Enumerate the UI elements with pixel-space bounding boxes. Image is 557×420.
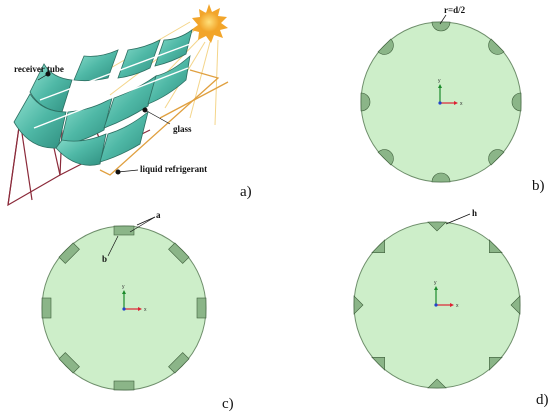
rectangle-insert bbox=[113, 380, 135, 391]
label-liquid-refrigerant: liquid refrigerant bbox=[140, 164, 207, 174]
insert-group bbox=[41, 225, 207, 391]
triangle-insert bbox=[427, 221, 447, 232]
leader-line bbox=[439, 14, 447, 25]
rectangle-insert bbox=[113, 225, 135, 236]
refrigerant-pipe bbox=[99, 69, 229, 176]
trough-segment bbox=[73, 49, 119, 82]
trough-segment bbox=[13, 93, 67, 149]
triangle-insert bbox=[353, 295, 364, 315]
panel-b: r=d/2 x y b) bbox=[360, 5, 545, 194]
trough-segment bbox=[117, 39, 161, 79]
panel-d: h x y d) bbox=[353, 208, 549, 408]
leader-lines bbox=[37, 71, 171, 175]
triangle-insert bbox=[510, 295, 521, 315]
y-axis-label: y bbox=[434, 280, 437, 286]
label-h: h bbox=[472, 208, 477, 218]
semicircle-insert bbox=[377, 38, 394, 55]
panel-a: receiver tube glass liquid refrigerant a… bbox=[7, 4, 252, 207]
axis-triad: x y bbox=[438, 78, 463, 107]
semicircle-insert bbox=[488, 149, 505, 166]
semicircle-insert bbox=[360, 92, 371, 112]
rectangle-insert bbox=[196, 297, 207, 319]
label-b: b bbox=[102, 254, 107, 264]
insert-group bbox=[360, 21, 522, 183]
label-receiver-tube: receiver tube bbox=[14, 64, 64, 74]
trough-segment bbox=[147, 54, 191, 105]
triangle-insert bbox=[371, 239, 385, 253]
semicircle-insert bbox=[431, 172, 451, 183]
leader-line bbox=[445, 213, 471, 225]
triangle-insert bbox=[427, 378, 447, 389]
triangle-insert bbox=[371, 357, 385, 371]
panel-letter-b: b) bbox=[532, 178, 545, 194]
axis-triad: x y bbox=[434, 280, 459, 309]
y-axis-label: y bbox=[438, 78, 441, 84]
trough-segment bbox=[154, 29, 193, 67]
insert-group bbox=[353, 221, 521, 389]
label-glass: glass bbox=[173, 124, 192, 134]
sun-icon bbox=[191, 4, 228, 43]
receiver-tubes bbox=[33, 43, 191, 129]
semicircle-insert bbox=[377, 149, 394, 166]
trough-segment bbox=[55, 133, 107, 166]
x-axis-label: x bbox=[460, 101, 463, 107]
panel-c: a b x y c) bbox=[41, 210, 234, 412]
panel-letter-c: c) bbox=[222, 396, 234, 412]
x-axis-label: x bbox=[456, 303, 459, 309]
semicircle-insert bbox=[511, 92, 522, 112]
leader-lines bbox=[107, 216, 156, 257]
panel-letter-d: d) bbox=[536, 392, 549, 408]
triangle-insert bbox=[489, 239, 503, 253]
x-axis-label: x bbox=[144, 307, 147, 313]
trough-collectors bbox=[13, 29, 193, 166]
label-a: a bbox=[156, 210, 161, 220]
rectangle-insert bbox=[168, 242, 190, 264]
semicircle-insert bbox=[431, 21, 451, 32]
panel-letter-a: a) bbox=[240, 184, 252, 200]
semicircle-insert bbox=[488, 38, 505, 55]
rectangle-insert bbox=[58, 352, 80, 374]
rectangle-insert bbox=[168, 352, 190, 374]
rectangle-insert bbox=[58, 242, 80, 264]
y-axis-label: y bbox=[122, 284, 125, 290]
triangle-insert bbox=[489, 357, 503, 371]
axis-triad: x y bbox=[122, 284, 147, 313]
label-radius: r=d/2 bbox=[444, 5, 466, 15]
rectangle-insert bbox=[41, 297, 52, 319]
